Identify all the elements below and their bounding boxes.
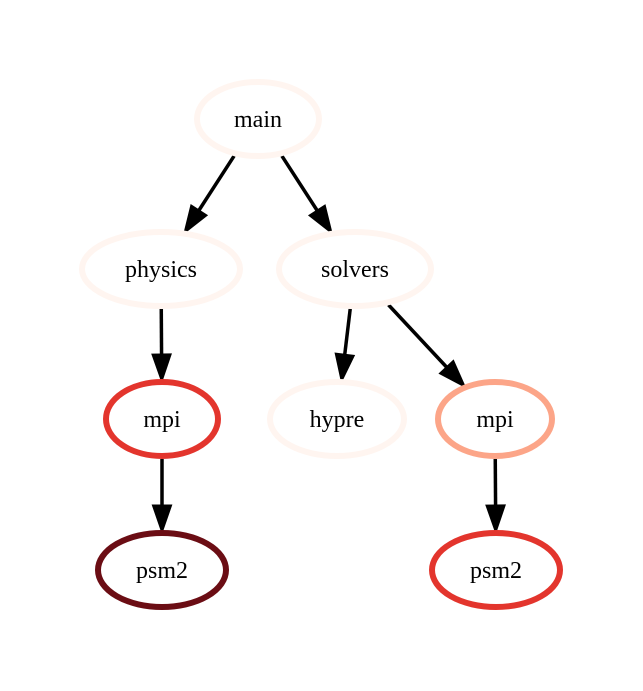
node-ellipse (79, 229, 243, 309)
edge-line (280, 155, 319, 212)
arrowhead (151, 504, 173, 535)
node-ellipse (95, 530, 229, 610)
arrowhead (307, 204, 334, 236)
node-psm2: psm2 (95, 530, 229, 610)
arrowhead (183, 204, 209, 235)
node-mpi: mpi (103, 379, 221, 459)
arrowhead (438, 359, 467, 389)
nodes-layer: main physics solvers mpi hypre mpi psm2 psm2 (79, 79, 563, 610)
edge-n_solvers-to-n_hypre (334, 308, 356, 384)
node-label: hypre (310, 407, 365, 433)
node-psm2: psm2 (429, 530, 563, 610)
edge-line (387, 303, 448, 369)
node-ellipse (435, 379, 555, 459)
arrowhead (334, 352, 356, 384)
node-label: main (234, 107, 282, 133)
node-label: physics (125, 257, 197, 283)
node-label: psm2 (136, 558, 188, 584)
node-physics: physics (79, 229, 243, 309)
arrowhead (151, 353, 172, 384)
edge-n_main-to-n_solvers (280, 155, 334, 236)
node-solvers: solvers (276, 229, 434, 309)
node-ellipse (267, 379, 407, 459)
node-label: mpi (476, 407, 514, 433)
edge-n_physics-to-n_mpi_left (151, 308, 172, 384)
edge-n_mpi_right-to-n_psm2_right (485, 458, 506, 535)
edge-line (197, 155, 236, 212)
node-ellipse (103, 379, 221, 459)
edges-layer (151, 155, 506, 535)
edge-n_main-to-n_physics (183, 155, 236, 235)
edge-n_mpi_left-to-n_psm2_left (151, 459, 173, 535)
node-label: mpi (143, 407, 181, 433)
node-mpi: mpi (435, 379, 555, 459)
node-main: main (194, 79, 322, 159)
node-ellipse (429, 530, 563, 610)
node-label: solvers (321, 257, 389, 283)
edge-line (342, 308, 352, 355)
node-ellipse (194, 79, 322, 159)
node-ellipse (276, 229, 434, 309)
node-hypre: hypre (267, 379, 407, 459)
edge-n_solvers-to-n_mpi_right (387, 303, 467, 389)
node-label: psm2 (470, 558, 522, 584)
arrowhead (485, 504, 506, 535)
